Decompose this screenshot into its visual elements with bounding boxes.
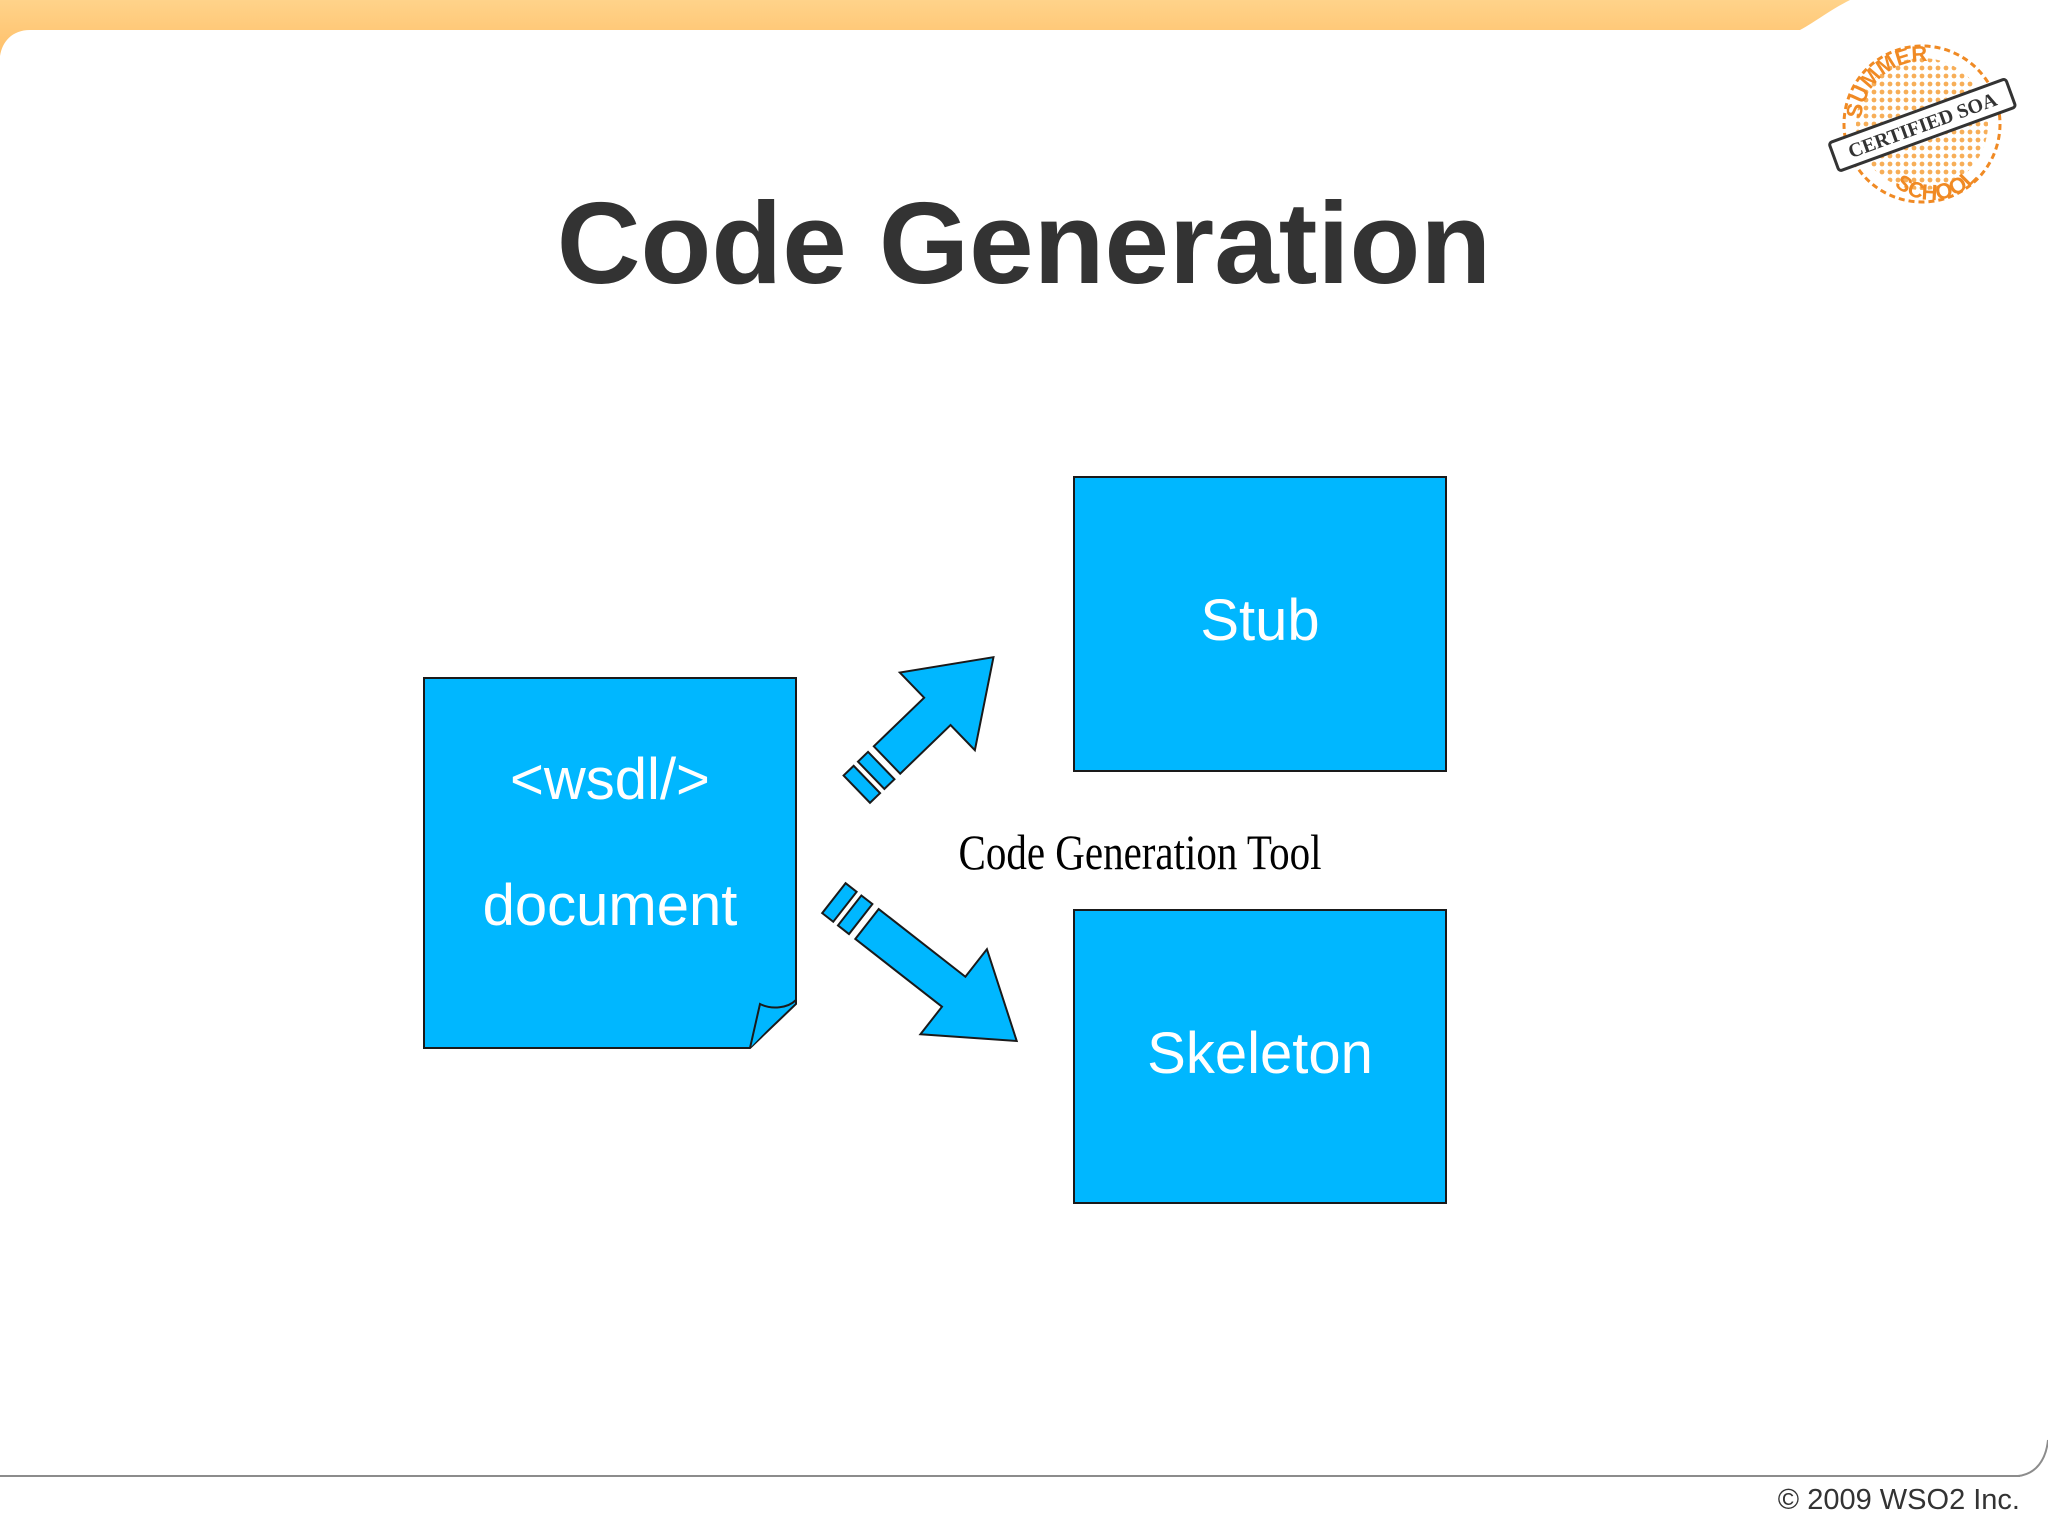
stub-label: Stub <box>1200 588 1320 653</box>
top-accent-band <box>0 0 1850 56</box>
skeleton-label: Skeleton <box>1147 1021 1373 1086</box>
wsdl-document-line2: document <box>482 873 738 938</box>
arrow-to-stub <box>842 655 995 805</box>
code-generation-tool-label: Code Generation Tool <box>958 824 1322 880</box>
frame-right-corner <box>2017 1439 2048 1477</box>
wsdl-document-shape <box>423 677 797 1049</box>
summer-school-logo: SUMMER CERTIFIED SOA SCHOOL <box>1828 41 2017 205</box>
arrow-to-skeleton <box>820 881 1019 1043</box>
footer-copyright: © 2009 WSO2 Inc. <box>1777 1484 2020 1516</box>
stub-box <box>1073 476 1447 772</box>
wsdl-document-line1: <wsdl/> <box>510 747 710 812</box>
document-fold-corner <box>749 999 797 1049</box>
slide-title: Code Generation <box>556 178 1492 308</box>
skeleton-box <box>1073 909 1447 1204</box>
